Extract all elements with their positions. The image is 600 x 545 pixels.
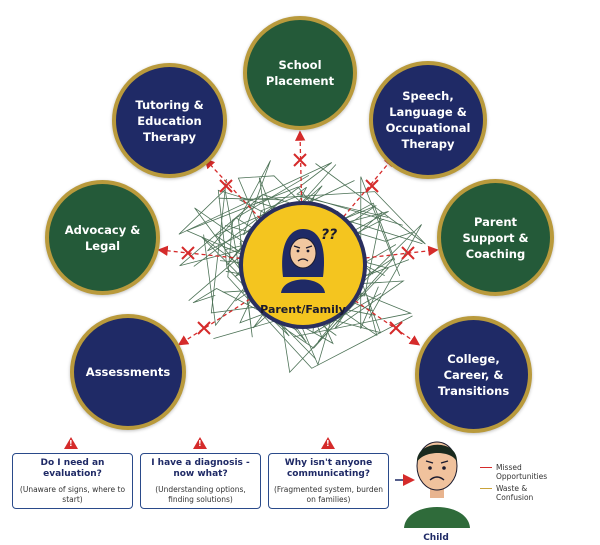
warning-icon: ! [64,437,78,449]
legend: Missed Opportunities Waste & Confusion [480,463,566,505]
x-mark [293,153,307,167]
node-school-placement: School Placement [243,16,357,130]
x-mark [389,321,403,335]
tangle-line [360,176,401,329]
node-label: School Placement [265,58,335,88]
node-label: College, Career, & Transitions [437,351,510,398]
question-subtitle: (Fragmented system, burden on families) [274,485,383,504]
question-box-communicating: Why isn't anyone communicating? (Fragmen… [268,453,389,509]
warning-icon: ! [193,437,207,449]
blocked-marks [181,153,415,335]
legend-item-missed: Missed Opportunities [480,463,566,481]
warning-icon: ! [321,437,335,449]
center-label: Parent/Family [260,303,346,316]
node-speech: Speech, Language & Occupational Therapy [369,61,487,179]
node-advocacy: Advocacy & Legal [45,180,160,295]
question-title: Do I need an evaluation? [40,458,105,479]
tangle-line [194,207,378,337]
node-parent-support: Parent Support & Coaching [437,179,554,296]
question-title: Why isn't anyone communicating? [284,458,373,479]
x-mark [219,179,233,193]
node-assessments: Assessments [70,314,186,430]
question-marks: ?? [321,227,338,243]
node-college: College, Career, & Transitions [415,316,532,433]
node-label: Assessments [85,365,171,379]
node-label: Advocacy & Legal [64,222,141,253]
child-label: Child [423,533,449,543]
x-mark [197,321,211,335]
question-subtitle: (Unaware of signs, where to start) [19,485,126,504]
question-box-diagnosis: I have a diagnosis - now what? (Understa… [140,453,261,509]
x-mark [365,179,379,193]
x-mark [401,246,415,260]
node-label: Tutoring & Education Therapy [135,97,204,144]
tangle-line [218,160,284,338]
node-label: Parent Support & Coaching [462,214,529,261]
node-label: Speech, Language & Occupational Therapy [385,89,471,151]
legend-label: Waste & Confusion [496,484,534,502]
legend-swatch [480,467,492,468]
legend-swatch [480,488,492,489]
center-parent-family: ?? Parent/Family [239,201,367,329]
question-title: I have a diagnosis - now what? [151,458,250,479]
question-subtitle: (Understanding options, finding solution… [155,485,246,504]
tangle-line [227,174,413,369]
question-box-evaluation: Do I need an evaluation? (Unaware of sig… [12,453,133,509]
node-tutoring: Tutoring & Education Therapy [112,63,227,178]
legend-label: Missed Opportunities [496,463,548,481]
x-mark [181,246,195,260]
worried-parent-icon [281,229,325,293]
tangle-line [178,162,333,286]
legend-item-waste: Waste & Confusion [480,484,566,502]
tangle-line [188,185,410,327]
sad-child-icon [404,441,470,528]
